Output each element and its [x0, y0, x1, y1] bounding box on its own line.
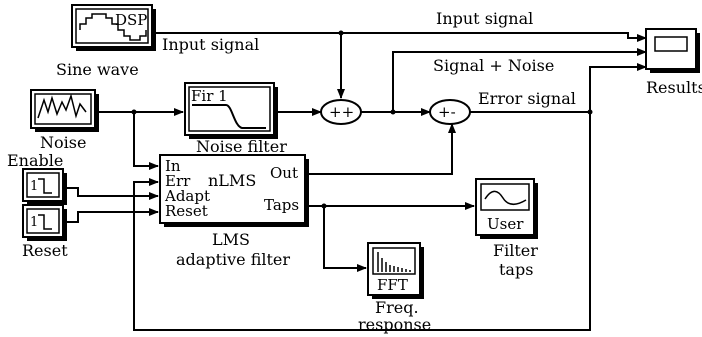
freq-response-label-line1: Freq.: [375, 298, 419, 317]
lms-label-line1: LMS: [212, 230, 250, 249]
label-signal-plus-noise: Signal + Noise: [433, 56, 554, 75]
freq-response-block[interactable]: FFT: [367, 242, 424, 299]
label-error-signal: Error signal: [478, 89, 576, 108]
sum2-signs: +-: [438, 103, 456, 121]
reset-label: Reset: [22, 241, 68, 260]
wire-enable-to-adapt: [66, 187, 159, 200]
lms-port-out: Out: [270, 164, 298, 182]
noise-label: Noise: [40, 133, 86, 152]
noise-waveform-icon: [37, 93, 87, 119]
noise-block[interactable]: [30, 89, 99, 132]
svg-text:1: 1: [30, 215, 38, 230]
noise-filter-block[interactable]: Fir 1: [184, 82, 278, 139]
sine-wave-block[interactable]: DSP: [71, 4, 156, 51]
svg-text:1: 1: [30, 179, 38, 194]
sum1-signs: ++: [329, 103, 354, 121]
freq-response-icon-text: FFT: [377, 276, 408, 294]
sine-dsp-label: DSP: [115, 11, 147, 29]
wire-reset-to-reset: [66, 208, 159, 223]
filter-taps-icon-text: User: [487, 215, 524, 233]
wire-signal-noise-to-results: [392, 48, 647, 112]
noise-filter-icon-text: Fir 1: [191, 87, 228, 105]
filter-taps-curve-icon: [484, 190, 527, 205]
junctions: [131, 30, 593, 209]
label-input-signal-top: Input signal: [436, 9, 533, 28]
step-icon: 1: [30, 178, 52, 194]
lms-port-adapt: Adapt: [164, 187, 210, 205]
wire-input-to-results: [154, 32, 647, 42]
noise-filter-label: Noise filter: [196, 137, 287, 156]
freq-response-label-line2: response: [358, 315, 431, 334]
step-icon: 1: [30, 214, 52, 230]
lms-port-taps: Taps: [264, 196, 299, 214]
filter-taps-label-line1: Filter: [493, 241, 538, 260]
filter-taps-block[interactable]: User: [475, 178, 538, 239]
lms-port-in: In: [165, 157, 181, 175]
reset-step-block[interactable]: 1: [22, 204, 67, 241]
wire-taps-to-fft: [323, 206, 367, 272]
fir-response-icon: [192, 104, 266, 129]
spectrum-icon: [377, 252, 411, 272]
sum1-block[interactable]: ++: [320, 99, 362, 125]
lms-name: nLMS: [208, 171, 256, 190]
sine-wave-label: Sine wave: [56, 60, 139, 79]
results-label: Results: [646, 78, 702, 97]
lms-port-reset: Reset: [165, 202, 208, 220]
results-scope-block[interactable]: [645, 28, 700, 73]
enable-label: Enable: [7, 151, 63, 170]
wire-error-to-results: [589, 63, 647, 112]
wire-lms-out-to-sum2: [307, 123, 456, 175]
lms-port-err: Err: [165, 172, 191, 190]
label-input-signal-side: Input signal: [162, 35, 259, 54]
sine-dsp-icon: DSP: [79, 11, 147, 41]
wire-error-feedback: [133, 112, 591, 331]
signal-lines: [66, 32, 647, 331]
wire-noise-to-lms-in: [133, 112, 159, 170]
enable-step-block[interactable]: 1: [22, 168, 67, 205]
sum2-block[interactable]: +-: [429, 99, 471, 125]
lms-label-line2: adaptive filter: [176, 250, 290, 269]
scope-screen-icon: [654, 36, 688, 52]
lms-adaptive-filter-block[interactable]: In Err Adapt Reset nLMS Out Taps: [159, 154, 309, 227]
filter-taps-label-line2: taps: [499, 260, 533, 279]
